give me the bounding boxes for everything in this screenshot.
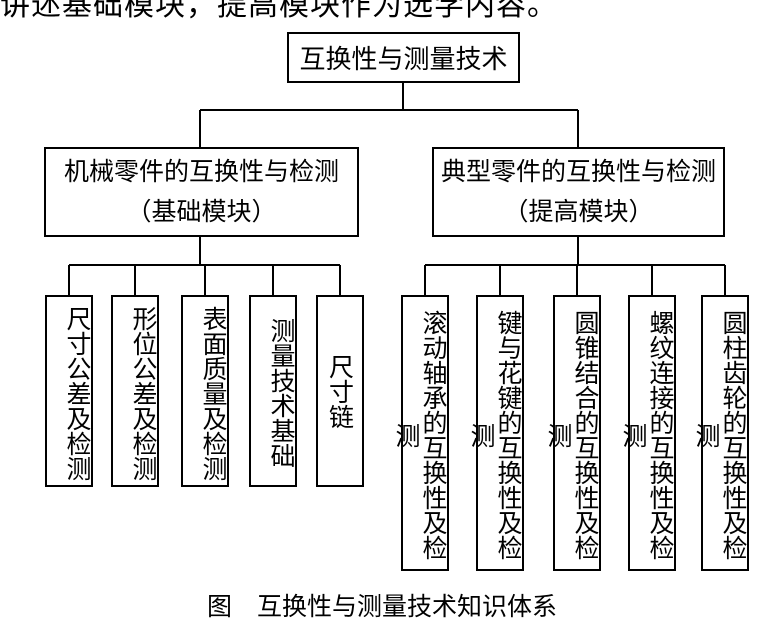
leaf-key-spline: 键与花键的互换性及检测 — [467, 295, 524, 571]
leaf-surface-quality: 表面质量及检测 — [181, 295, 229, 487]
module-basic: 机械零件的互换性与检测 （基础模块） — [44, 147, 359, 237]
leaf-rolling-bearing: 滚动轴承的互换性及检测 — [392, 295, 449, 571]
leaf-thread-connection: 螺纹连接的互换性及检测 — [619, 295, 676, 571]
leaf-measurement-basics: 测量技术基础 — [249, 295, 297, 487]
module-advanced-subtitle: （提高模块） — [503, 197, 654, 226]
figure-caption: 图 互换性与测量技术知识体系 — [206, 592, 557, 621]
module-advanced: 典型零件的互换性与检测 （提高模块） — [432, 147, 725, 237]
leaf-dimension-tolerance: 尺寸公差及检测 — [45, 295, 93, 487]
module-basic-title: 机械零件的互换性与检测 — [63, 157, 339, 186]
module-advanced-title: 典型零件的互换性与检测 — [440, 157, 716, 186]
leaf-form-position-tolerance: 形位公差及检测 — [111, 295, 159, 487]
root-node: 互换性与测量技术 — [287, 32, 520, 83]
module-basic-subtitle: （基础模块） — [126, 197, 277, 226]
intro-text-fragment: 讲述基础模块，提高模块作为选学内容。 — [0, 0, 558, 23]
leaf-cylindrical-gear: 圆柱齿轮的互换性及检测 — [692, 295, 749, 571]
leaf-dimension-chain: 尺寸链 — [316, 295, 364, 487]
leaf-cone-fit: 圆锥结合的互换性及检测 — [544, 295, 601, 571]
